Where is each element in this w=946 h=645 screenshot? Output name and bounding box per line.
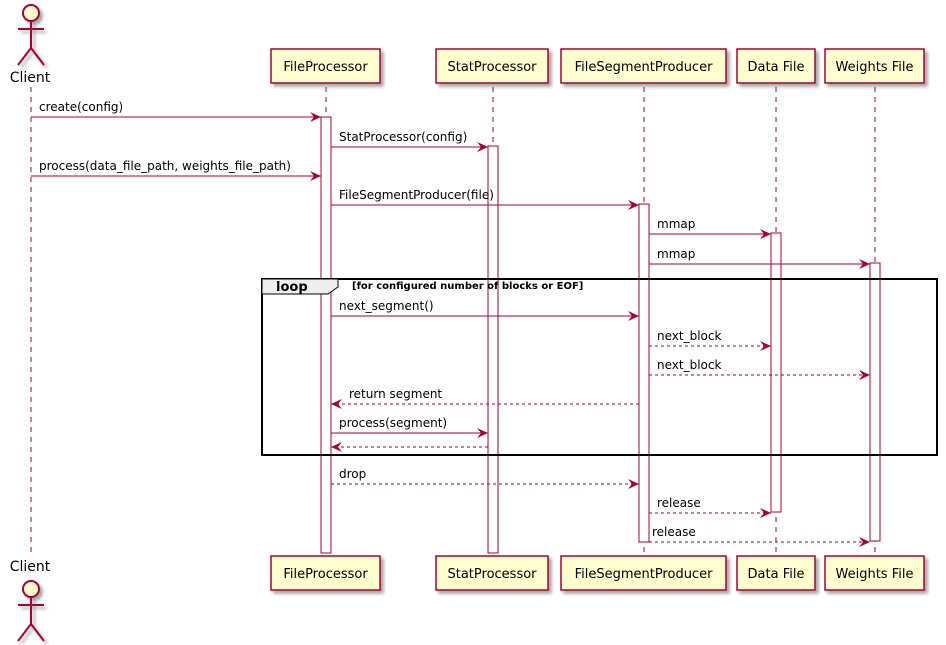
activation-df	[770, 232, 782, 513]
activation-fsp	[638, 203, 650, 543]
message-14: release	[649, 496, 771, 518]
message-11: process(segment)	[331, 416, 488, 438]
message-13: drop	[331, 467, 639, 489]
participant-box	[824, 555, 925, 591]
loop-label-tab	[261, 278, 339, 295]
message-label: return segment	[349, 387, 442, 401]
participant-box	[270, 555, 381, 591]
participant-sp-bottom: StatProcessor	[435, 555, 549, 591]
message-label: StatProcessor(config)	[339, 130, 467, 144]
loop-frame-border	[261, 278, 938, 456]
participant-box	[560, 48, 727, 84]
participant-fsp-bottom: FileSegmentProducer	[560, 555, 727, 591]
message-2: StatProcessor(config)	[331, 130, 488, 152]
message-label: release	[652, 525, 696, 539]
participant-df-top: Data File	[736, 48, 816, 84]
activation-fp	[320, 116, 332, 554]
message-6: mmap	[649, 247, 870, 269]
message-3: process(data_file_path, weights_file_pat…	[31, 159, 321, 181]
participant-label: Data File	[748, 60, 805, 75]
actor-figure	[17, 4, 45, 66]
message-15: release	[649, 525, 870, 547]
participant-fsp-top: FileSegmentProducer	[560, 48, 727, 84]
message-label: mmap	[657, 217, 695, 231]
message-label: release	[657, 496, 701, 510]
participant-label: StatProcessor	[447, 567, 537, 582]
participant-label: FileProcessor	[283, 60, 368, 75]
participant-box	[435, 555, 549, 591]
participant-label: Weights File	[836, 60, 914, 75]
loop-frame: loop [for configured number of blocks or…	[261, 278, 938, 456]
participant-label: FileSegmentProducer	[575, 567, 714, 582]
message-10: return segment	[331, 387, 639, 409]
participant-wf-top: Weights File	[824, 48, 925, 84]
participant-box	[736, 555, 816, 591]
participant-box	[435, 48, 549, 84]
participant-box	[736, 48, 816, 84]
actor-client-bottom: Client	[10, 559, 51, 642]
participant-label: Data File	[748, 567, 805, 582]
participant-box	[824, 48, 925, 84]
participant-label: FileProcessor	[283, 567, 368, 582]
message-label: drop	[339, 467, 366, 481]
actor-figure	[17, 580, 45, 642]
participant-fp-top: FileProcessor	[270, 48, 381, 84]
activation-sp	[487, 145, 499, 554]
participant-sp-top: StatProcessor	[435, 48, 549, 84]
message-label: process(data_file_path, weights_file_pat…	[39, 159, 291, 173]
participant-df-bottom: Data File	[736, 555, 816, 591]
participant-label: StatProcessor	[447, 60, 537, 75]
participant-label: Client	[10, 70, 51, 86]
message-label: next_block	[657, 329, 721, 343]
message-4: FileSegmentProducer(file)	[331, 188, 639, 210]
message-label: next_block	[657, 358, 721, 372]
participant-box	[560, 555, 727, 591]
message-1: create(config)	[31, 100, 321, 122]
message-9: next_block	[649, 358, 870, 380]
participant-label: Client	[10, 559, 51, 575]
activation-wf	[869, 262, 881, 542]
message-8: next_block	[649, 329, 771, 351]
message-label: process(segment)	[339, 416, 447, 430]
message-label: FileSegmentProducer(file)	[339, 188, 494, 202]
participant-label: Weights File	[836, 567, 914, 582]
participant-label: FileSegmentProducer	[575, 60, 714, 75]
participant-box	[270, 48, 381, 84]
participant-wf-bottom: Weights File	[824, 555, 925, 591]
message-5: mmap	[649, 217, 771, 239]
actor-client-top: Client	[10, 4, 51, 86]
message-label: create(config)	[39, 100, 123, 114]
message-label: next_segment()	[339, 299, 434, 313]
message-7: next_segment()	[331, 299, 639, 321]
message-label: mmap	[657, 247, 695, 261]
loop-keyword: loop	[276, 280, 308, 295]
loop-guard: [for configured number of blocks or EOF]	[352, 281, 583, 292]
participant-fp-bottom: FileProcessor	[270, 555, 381, 591]
